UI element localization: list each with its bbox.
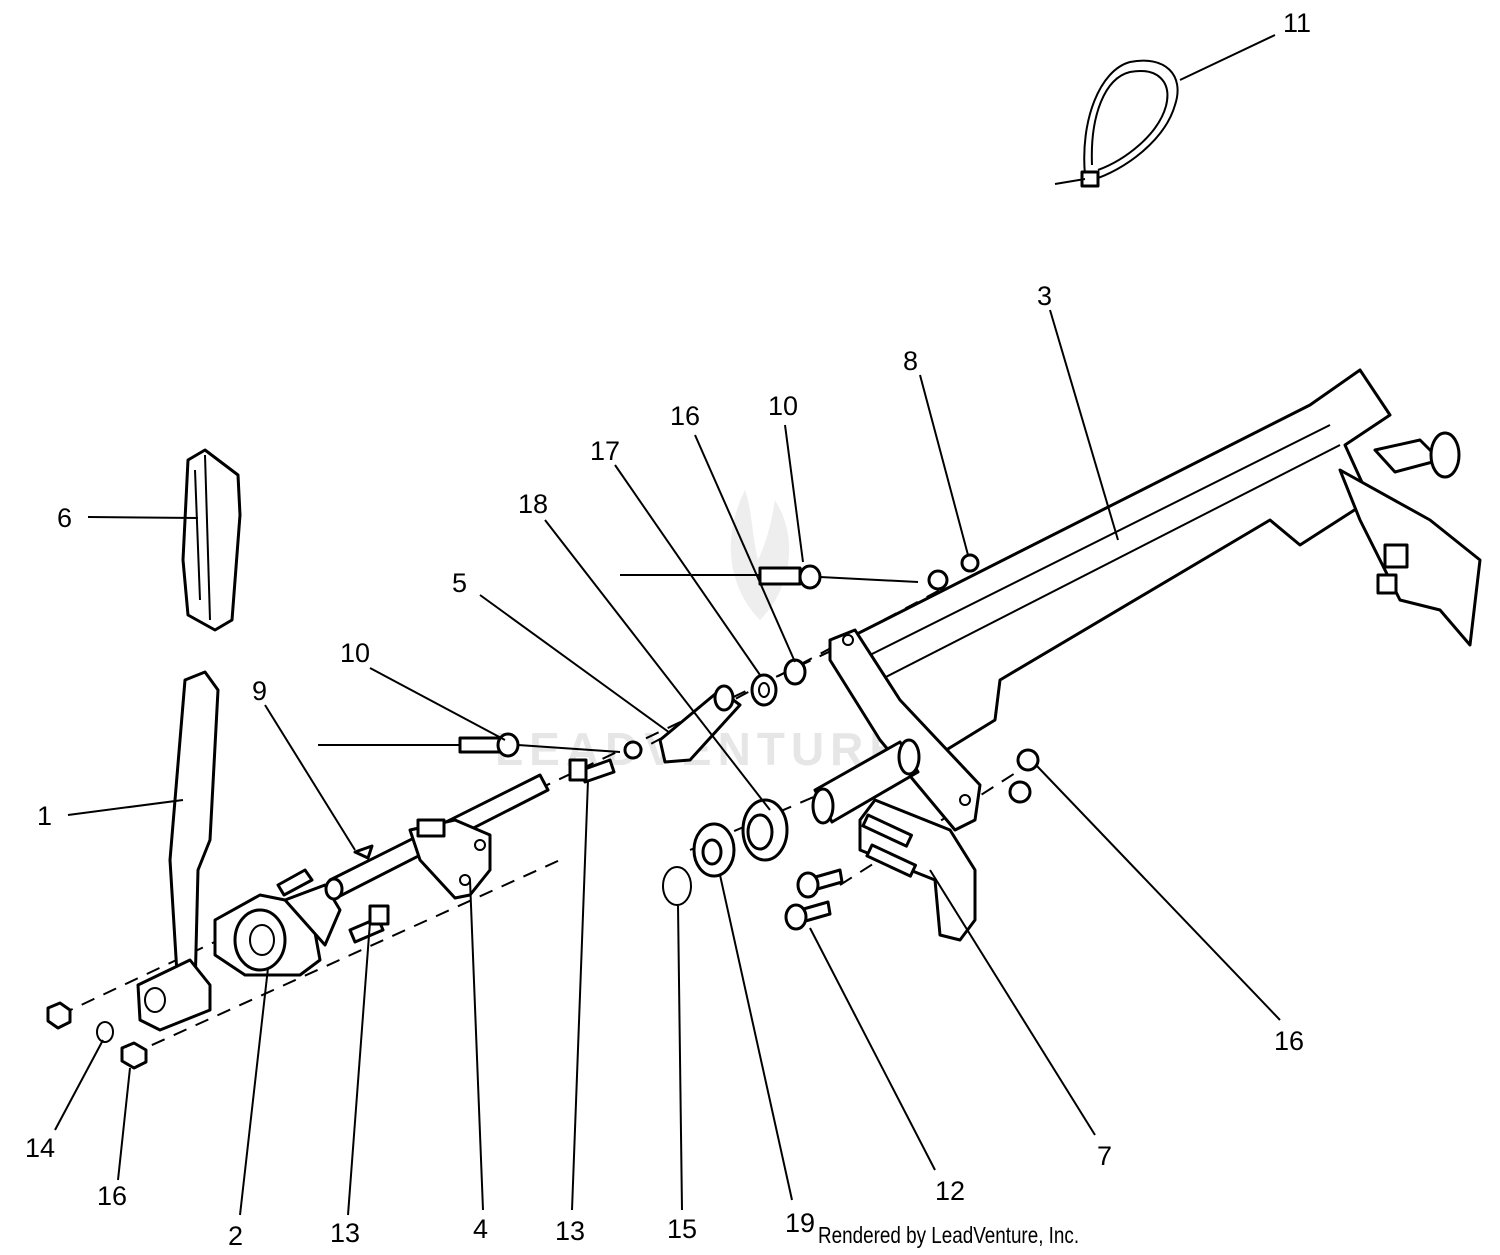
callout-9: 9 (252, 676, 267, 706)
callout-leader-lines (54, 34, 1281, 1216)
callout-10-lower: 10 (340, 638, 370, 668)
part-main-frame (843, 368, 1482, 762)
callout-16-upper: 16 (670, 401, 700, 431)
callout-7: 7 (1097, 1141, 1112, 1171)
callout-14: 14 (25, 1133, 55, 1163)
callout-2: 2 (228, 1221, 243, 1251)
callout-labels: 11 3 8 10 16 17 18 5 10 9 6 1 14 16 2 13… (25, 8, 1311, 1251)
callout-1: 1 (37, 801, 52, 831)
part-spacer-tube (811, 738, 921, 825)
part-pedal-lever (136, 670, 220, 1032)
part-shaft-bracket (324, 773, 550, 901)
part-bolts-left (276, 868, 390, 944)
part-woodruff-key (353, 844, 374, 860)
callout-3: 3 (1037, 281, 1052, 311)
callout-13-middle: 13 (555, 1216, 585, 1246)
callout-19: 19 (785, 1208, 815, 1238)
part-linkage-block (658, 684, 742, 764)
callout-16-left: 16 (97, 1181, 127, 1211)
credit-text: Rendered by LeadVenture, Inc. (818, 1222, 1080, 1248)
callout-17: 17 (590, 436, 620, 466)
callout-18: 18 (518, 489, 548, 519)
callout-12: 12 (935, 1176, 965, 1206)
part-nuts-left (46, 1001, 148, 1070)
callout-5: 5 (452, 568, 467, 598)
callout-6: 6 (57, 503, 72, 533)
part-washer (692, 822, 736, 878)
part-washers-upper (750, 658, 807, 707)
part-clevis-pins (784, 868, 844, 931)
part-bushing (741, 798, 789, 862)
part-snap-ring (662, 866, 692, 906)
callout-4: 4 (473, 1214, 488, 1244)
callout-13-left: 13 (330, 1218, 360, 1248)
callout-10-upper: 10 (768, 391, 798, 421)
part-control-cable-upper (620, 553, 980, 591)
part-bolt-middle (568, 758, 616, 784)
callout-11: 11 (1283, 8, 1311, 38)
callout-15: 15 (667, 1214, 697, 1244)
callout-16-right: 16 (1274, 1026, 1304, 1056)
part-flange-housing (213, 883, 342, 977)
callout-8: 8 (903, 346, 918, 376)
part-cable-tie (1054, 59, 1179, 188)
part-pedal-pad (181, 448, 242, 632)
part-nuts-right (1008, 748, 1040, 804)
part-frame-arm (828, 628, 982, 832)
